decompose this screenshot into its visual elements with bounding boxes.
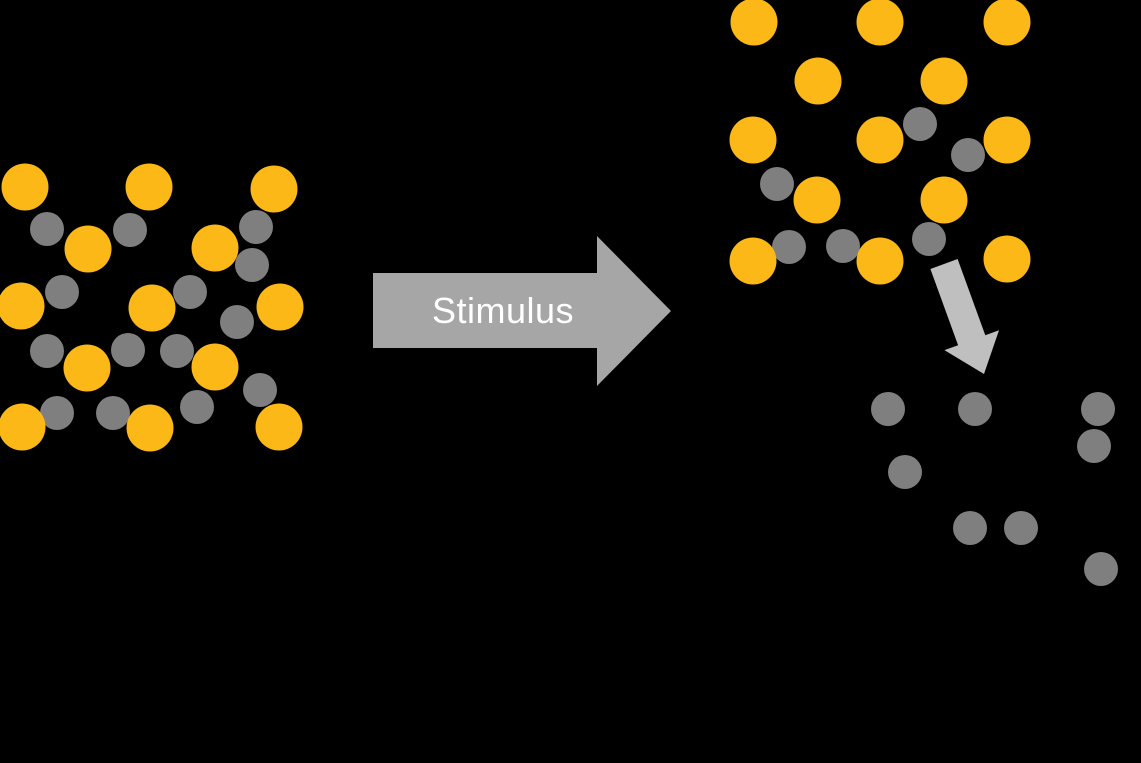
carrier-dot	[63, 344, 111, 392]
released-cargo-dots	[871, 392, 1118, 586]
released-cargo-dot	[1081, 392, 1115, 426]
carrier-dot	[920, 176, 968, 224]
cargo-dot	[235, 248, 269, 282]
cargo-dot	[40, 396, 74, 430]
cargo-dot	[239, 210, 273, 244]
release-arrow	[930, 259, 999, 374]
cargo-dot	[772, 230, 806, 264]
carrier-dot	[983, 116, 1031, 164]
cargo-dot	[912, 222, 946, 256]
carrier-dot	[856, 0, 904, 46]
carrier-dot	[983, 235, 1031, 283]
after-cluster-cargo-dots	[760, 107, 985, 264]
carrier-dot	[256, 283, 304, 331]
carrier-dot	[794, 57, 842, 105]
released-cargo-dot	[1004, 511, 1038, 545]
cargo-dot	[160, 334, 194, 368]
carrier-dot	[255, 403, 303, 451]
cargo-dot	[96, 396, 130, 430]
cargo-dot	[760, 167, 794, 201]
carrier-dot	[920, 57, 968, 105]
before-cluster-carrier-dots	[0, 163, 304, 452]
carrier-dot	[983, 0, 1031, 46]
cargo-dot	[45, 275, 79, 309]
carrier-dot	[0, 282, 45, 330]
carrier-dot	[191, 343, 239, 391]
carrier-dot	[1, 163, 49, 211]
carrier-dot	[64, 225, 112, 273]
carrier-dot	[126, 404, 174, 452]
cargo-dot	[30, 212, 64, 246]
released-cargo-dot	[1077, 429, 1111, 463]
cargo-dot	[111, 333, 145, 367]
cargo-dot	[180, 390, 214, 424]
carrier-dot	[128, 284, 176, 332]
cargo-dot	[173, 275, 207, 309]
cargo-dot	[903, 107, 937, 141]
cargo-dot	[220, 305, 254, 339]
released-cargo-dot	[871, 392, 905, 426]
cargo-dot	[826, 229, 860, 263]
cargo-dot	[243, 373, 277, 407]
released-cargo-dot	[888, 455, 922, 489]
carrier-dot	[125, 163, 173, 211]
cargo-dot	[113, 213, 147, 247]
carrier-dot	[0, 403, 46, 451]
carrier-dot	[729, 116, 777, 164]
carrier-dot	[250, 165, 298, 213]
cargo-dot	[30, 334, 64, 368]
released-cargo-dot	[953, 511, 987, 545]
after-cluster-carrier-dots	[729, 0, 1031, 285]
released-cargo-dot	[958, 392, 992, 426]
carrier-dot	[730, 0, 778, 46]
carrier-dot	[856, 116, 904, 164]
stimulus-arrow	[373, 236, 671, 386]
carrier-dot	[793, 176, 841, 224]
carrier-dot	[191, 224, 239, 272]
carrier-dot	[729, 237, 777, 285]
cargo-dot	[951, 138, 985, 172]
before-cluster-cargo-dots	[30, 210, 277, 430]
carrier-dot	[856, 237, 904, 285]
released-cargo-dot	[1084, 552, 1118, 586]
